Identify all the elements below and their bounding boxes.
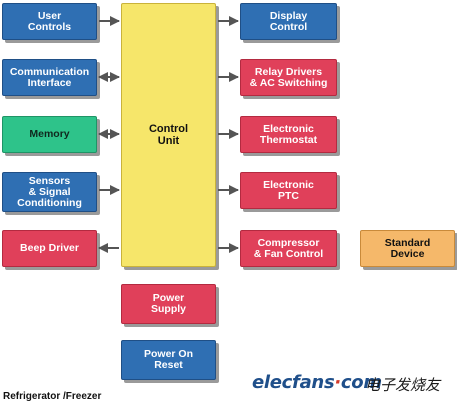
standard-device-label: Standard Device: [384, 236, 431, 260]
display-control-block: Display Control: [240, 3, 337, 40]
watermark-chinese: 电子发烧友: [365, 376, 441, 394]
communication-interface-block: Communication Interface: [2, 59, 97, 96]
electronic-ptc-label: Electronic PTC: [263, 178, 314, 202]
compressor-fan-control-label: Compressor & Fan Control: [253, 236, 324, 260]
electronic-thermostat-block: Electronic Thermostat: [240, 116, 337, 153]
electronic-thermostat-label: Electronic Thermostat: [259, 122, 318, 146]
communication-interface-label: Communication Interface: [9, 65, 90, 89]
watermark-brand-suffix: com: [340, 372, 382, 393]
diagram-caption: Refrigerator /Freezer: [3, 391, 102, 402]
power-on-reset-label: Power On Reset: [143, 348, 193, 371]
electronic-ptc-block: Electronic PTC: [240, 172, 337, 209]
power-supply-block: Power Supply: [121, 284, 216, 324]
control-unit-label: Control Unit: [148, 123, 189, 147]
relay-drivers-label: Relay Drivers & AC Switching: [249, 65, 328, 89]
sensors-signal-conditioning-block: Sensors & Signal Conditioning: [2, 172, 97, 212]
compressor-fan-control-block: Compressor & Fan Control: [240, 230, 337, 267]
sensors-signal-conditioning-label: Sensors & Signal Conditioning: [17, 174, 82, 209]
beep-driver-block: Beep Driver: [2, 230, 97, 267]
memory-block: Memory: [2, 116, 97, 153]
relay-drivers-block: Relay Drivers & AC Switching: [240, 59, 337, 96]
display-control-label: Display Control: [269, 9, 308, 33]
watermark-brand-prefix: elecfans: [252, 372, 335, 393]
watermark-logo: elecfans·com: [252, 372, 382, 393]
power-supply-label: Power Supply: [150, 292, 186, 315]
power-on-reset-block: Power On Reset: [121, 340, 216, 380]
user-controls-block: User Controls: [2, 3, 97, 40]
beep-driver-label: Beep Driver: [20, 242, 79, 254]
user-controls-label: User Controls: [27, 9, 72, 33]
standard-device-block: Standard Device: [360, 230, 455, 267]
control-unit-block: Control Unit: [121, 3, 216, 267]
memory-label: Memory: [29, 128, 70, 140]
watermark-brand-dot: ·: [334, 372, 341, 393]
